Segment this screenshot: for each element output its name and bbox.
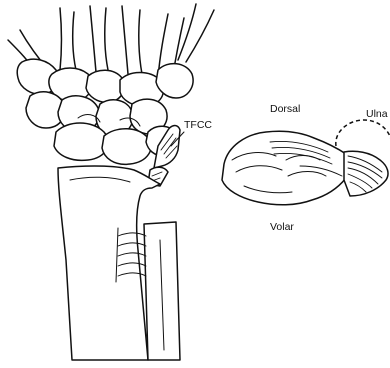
dorsal-label: Dorsal: [270, 103, 300, 115]
volar-label: Volar: [270, 221, 294, 233]
tfcc-label: TFCC: [184, 119, 212, 131]
wrist-drawing: [8, 4, 214, 360]
ulna-head-outline: [336, 120, 390, 146]
radius-articular-surface: [222, 131, 346, 205]
ulna-label: Ulna: [366, 108, 388, 120]
ulnar-ligament: [344, 151, 388, 196]
tfcc-cross-section: [222, 120, 390, 205]
